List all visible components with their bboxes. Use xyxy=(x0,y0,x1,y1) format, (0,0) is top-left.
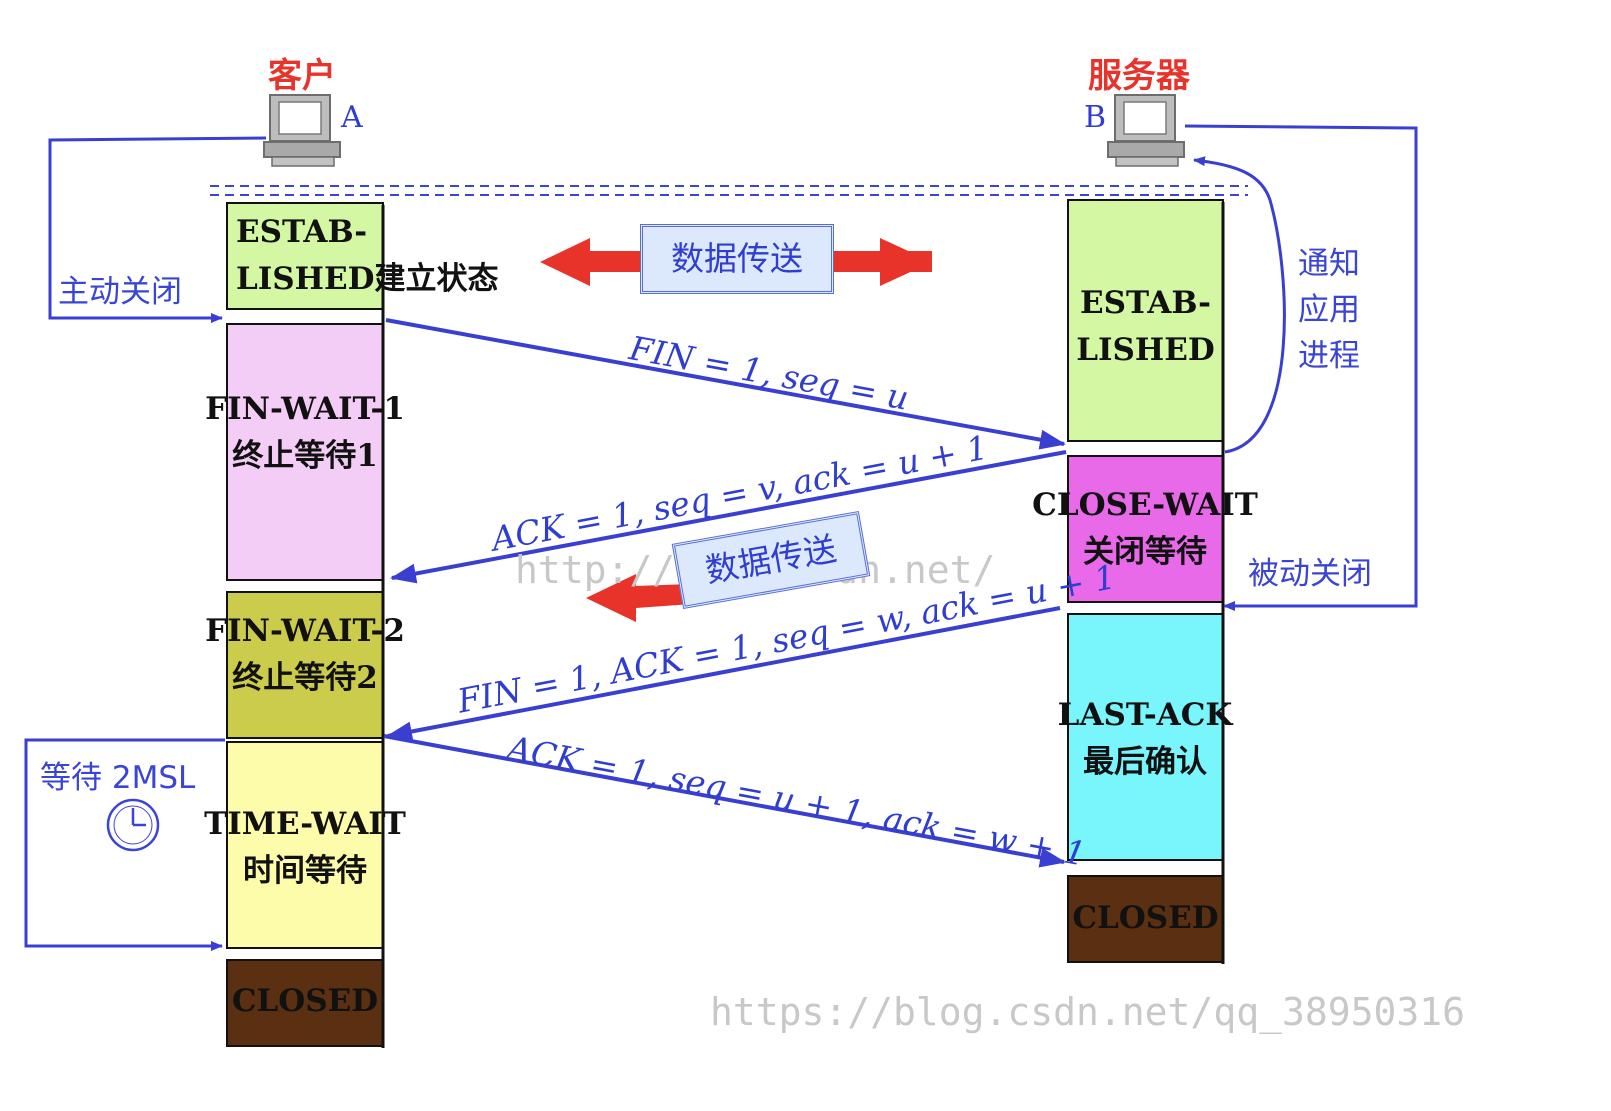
client-state-label-closed: CLOSED xyxy=(231,983,379,1019)
data-transfer-arrow-bottom xyxy=(586,574,692,622)
server-state-label-established: ESTAB-LISHED xyxy=(1076,285,1215,368)
server-role-label: 服务器 xyxy=(1088,56,1190,96)
message-arrow-ack-2 xyxy=(383,734,1066,868)
clock-icon xyxy=(106,798,160,852)
server-state-block-close-wait xyxy=(1067,455,1224,603)
server-state-block-closed xyxy=(1067,875,1224,963)
active-close-path xyxy=(48,136,267,323)
wait-2msl-label: 等待 2MSL xyxy=(40,760,196,796)
client-state-block-fin-wait-2 xyxy=(226,591,384,739)
watermark-bottom: https://blog.csdn.net/qq_38950316 xyxy=(710,990,1465,1034)
server-state-label-closed: CLOSED xyxy=(1072,900,1219,936)
message-arrow-fin-1 xyxy=(385,318,1066,450)
message-arrow-ack-1 xyxy=(390,450,1067,584)
wait-2msl-path xyxy=(24,738,225,951)
server-computer-icon xyxy=(1107,94,1185,167)
notify-app-label-3: 进程 xyxy=(1298,338,1360,374)
server-state-block-last-ack xyxy=(1067,613,1224,861)
server-state-block-established xyxy=(1067,199,1224,442)
client-state-label-established: ESTAB-LISHED建立状态 xyxy=(236,214,499,297)
client-computer-icon xyxy=(263,94,341,167)
client-role-label: 客户 xyxy=(268,56,336,96)
client-state-block-fin-wait-1 xyxy=(226,323,384,581)
client-host-label: A xyxy=(341,100,363,135)
server-state-column xyxy=(1067,199,1225,964)
message-arrow-fin-2 xyxy=(386,606,1061,742)
notify-app-label-2: 应用 xyxy=(1298,292,1360,328)
server-host-label: B xyxy=(1084,100,1107,135)
active-close-label: 主动关闭 xyxy=(58,274,182,310)
client-state-block-time-wait xyxy=(226,741,384,949)
notify-app-label-1: 通知 xyxy=(1298,246,1360,282)
passive-close-path xyxy=(1184,124,1418,611)
notify-app-curve xyxy=(1193,156,1286,454)
passive-close-label: 被动关闭 xyxy=(1248,556,1372,592)
data-transfer-box-top: 数据传送 xyxy=(640,224,834,294)
client-state-block-established xyxy=(226,202,384,310)
client-state-column xyxy=(226,202,385,1048)
client-state-block-closed xyxy=(226,959,384,1047)
